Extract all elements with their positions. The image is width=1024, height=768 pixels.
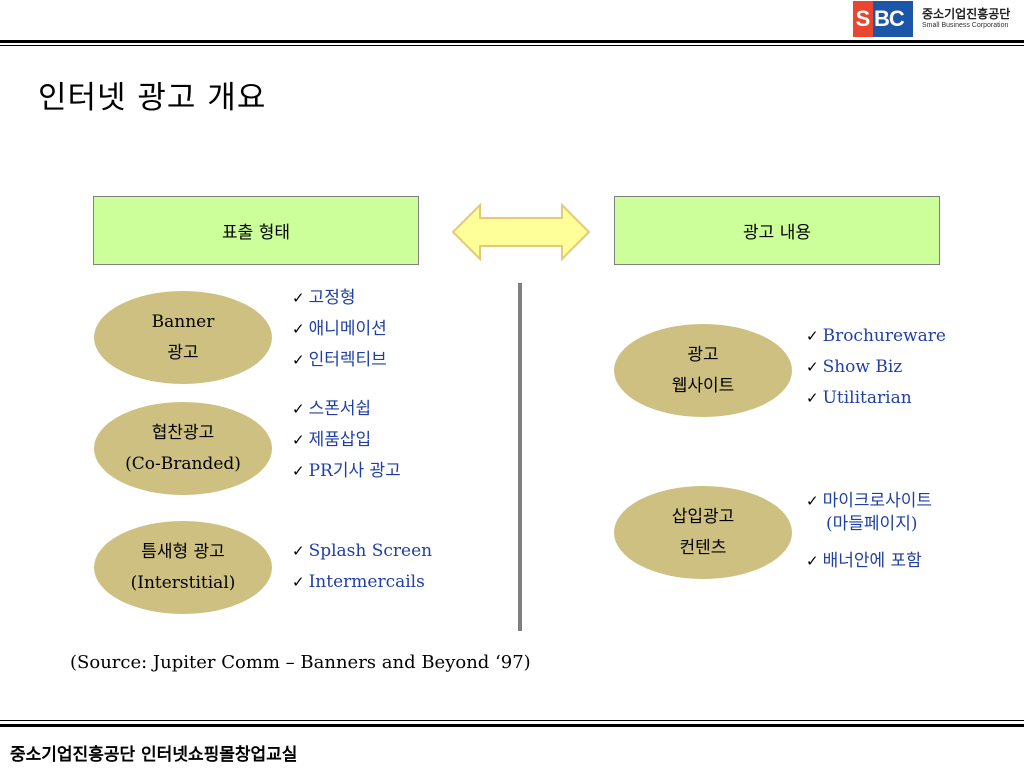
list-item: ✓배너안에 포함 [806,551,922,571]
org-subtitle: Small Business Corporation [922,22,1009,29]
check-icon: ✓ [292,400,305,418]
list-website: ✓Brochureware ✓Show Biz ✓Utilitarian [806,321,946,414]
list-item: ✓Splash Screen [292,541,433,561]
list-item: ✓고정형 [292,288,356,308]
page-title: 인터넷 광고 개요 [38,80,267,116]
check-icon: ✓ [292,289,305,307]
check-icon: ✓ [292,320,305,338]
ellipse-interstitial: 틈새형 광고 (Interstitial) [94,521,272,614]
ellipse-website: 광고 웹사이트 [614,324,792,417]
logo-letter-s: S [853,1,873,37]
ellipse-banner: Banner 광고 [94,291,272,384]
check-icon: ✓ [292,573,305,591]
check-icon: ✓ [806,492,819,510]
header-rule-thin [0,45,1024,46]
list-item: ✓스폰서쉽 [292,399,372,419]
list-interstitial: ✓Splash Screen ✓Intermercails [292,536,432,598]
ellipse-interstitial-line1: 틈새형 광고 [141,541,225,562]
check-icon: ✓ [806,327,819,345]
check-icon: ✓ [292,351,305,369]
ellipse-cobranded-line1: 협찬광고 [151,422,215,443]
ellipse-content-line2: 컨텐츠 [679,537,727,558]
ellipse-content: 삽입광고 컨텐츠 [614,486,792,579]
check-icon: ✓ [292,462,305,480]
check-icon: ✓ [806,552,819,570]
vertical-divider [518,283,522,631]
double-arrow-icon [451,202,591,262]
footer-rule-thick [0,724,1024,727]
sbc-logo: S BC [853,1,913,37]
check-icon: ✓ [806,358,819,376]
footer-text: 중소기업진흥공단 인터넷쇼핑몰창업교실 [10,745,298,765]
check-icon: ✓ [806,389,819,407]
org-name: 중소기업진흥공단 [922,7,1011,21]
check-icon: ✓ [292,542,305,560]
list-cobranded: ✓스폰서쉽 ✓제품삽입 ✓PR기사 광고 [292,394,401,487]
list-item: ✓마이크로사이트 [806,491,933,511]
list-item: ✓Intermercails [292,572,425,592]
list-item: ✓제품삽입 [292,430,372,450]
right-header-box: 광고 내용 [614,196,940,265]
header-rule-thick [0,40,1024,43]
list-item-continuation: (마들페이지) [826,514,918,534]
double-arrow-shape [451,202,591,262]
ellipse-content-line1: 삽입광고 [671,506,735,527]
source-citation: (Source: Jupiter Comm – Banners and Beyo… [70,652,531,673]
list-content: ✓마이크로사이트 (마들페이지) ✓배너안에 포함 [806,486,932,577]
list-item: ✓인터렉티브 [292,350,387,370]
logo-letters-bc: BC [873,1,913,37]
list-item: ✓Utilitarian [806,388,912,408]
ellipse-website-line1: 광고 [687,344,719,365]
footer-rule-thin [0,720,1024,721]
list-item: ✓애니메이션 [292,319,387,339]
ellipse-banner-line1: Banner [151,311,215,332]
list-item: ✓Brochureware [806,326,946,346]
ellipse-interstitial-line2: (Interstitial) [130,572,236,593]
check-icon: ✓ [292,431,305,449]
ellipse-cobranded: 협찬광고 (Co-Branded) [94,402,272,495]
ellipse-banner-line2: 광고 [167,342,199,363]
list-item: ✓Show Biz [806,357,903,377]
ellipse-website-line2: 웹사이트 [671,375,735,396]
list-item: ✓PR기사 광고 [292,461,401,481]
ellipse-cobranded-line2: (Co-Branded) [125,453,241,474]
list-banner: ✓고정형 ✓애니메이션 ✓인터렉티브 [292,283,387,376]
left-header-box: 표출 형태 [93,196,419,265]
